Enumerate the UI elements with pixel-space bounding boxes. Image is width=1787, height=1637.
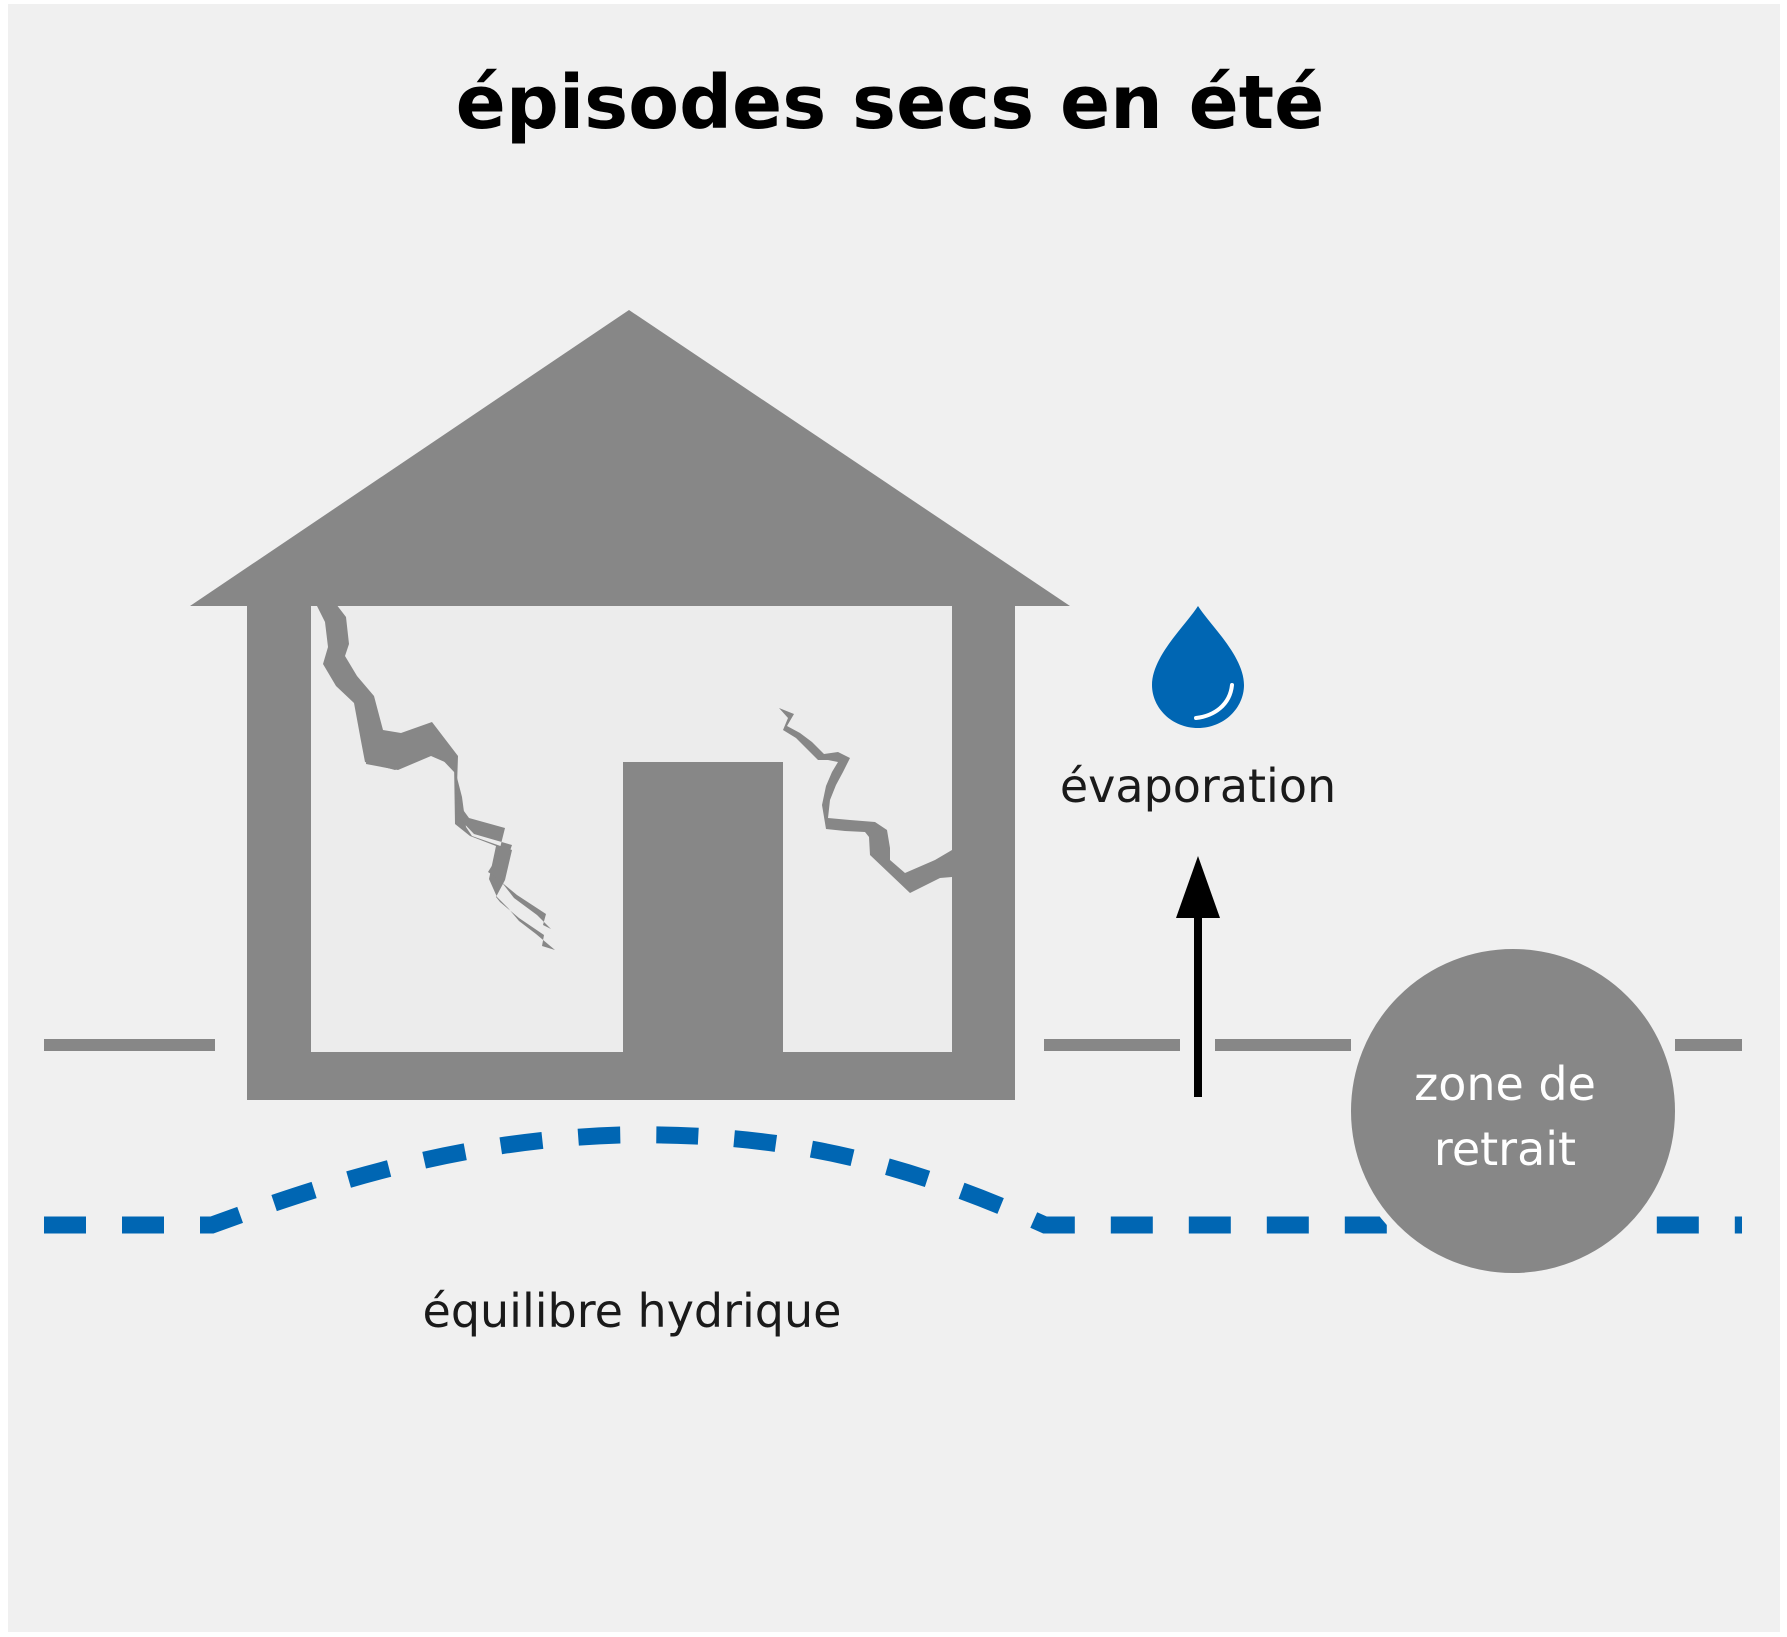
evaporation-label: évaporation (1060, 759, 1336, 813)
shrink-zone: zone de retrait (1343, 941, 1683, 1281)
water-balance-label: équilibre hydrique (423, 1284, 842, 1338)
water-balance-line (44, 1126, 1742, 1234)
arrow-up-icon (1176, 856, 1220, 1097)
diagram-title: épisodes secs en été (456, 60, 1325, 146)
shrink-zone-label-line1: zone de (1414, 1057, 1596, 1111)
right-crack (779, 708, 952, 893)
left-crack-fill (316, 604, 551, 929)
shrink-zone-circle (1343, 941, 1683, 1281)
house-roof (190, 310, 1070, 606)
water-drop-icon (1152, 606, 1244, 728)
water-drop-highlight (1194, 683, 1234, 720)
water-drop-shape (1152, 606, 1244, 728)
house-door (623, 762, 783, 1054)
shrink-zone-label-line2: retrait (1434, 1122, 1576, 1176)
arrow-head (1176, 856, 1220, 918)
house-icon (190, 310, 1070, 1100)
